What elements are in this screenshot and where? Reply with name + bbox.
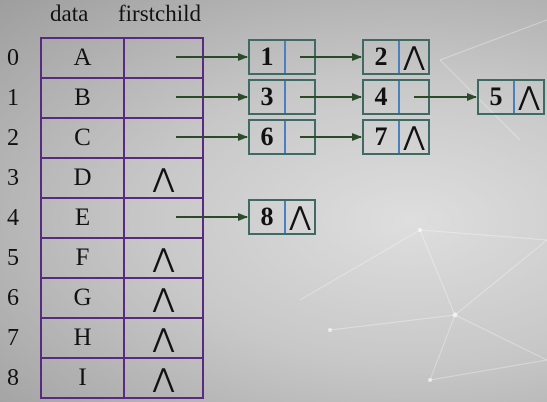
next-pointer: ⋀	[289, 202, 311, 231]
next-pointer: ⋀	[403, 42, 425, 71]
data-cell: E	[42, 199, 125, 237]
table-row: A	[42, 39, 202, 79]
firstchild-cell: ⋀	[152, 324, 175, 353]
firstchild-cell: ⋀	[152, 164, 175, 193]
row-index: 6	[7, 285, 19, 311]
row-index: 8	[7, 365, 19, 391]
table-row: D⋀	[42, 159, 202, 199]
child-index: 8	[260, 202, 274, 231]
next-pointer: ⋀	[403, 122, 425, 151]
node-divider	[398, 81, 400, 113]
row-index: 3	[7, 165, 19, 191]
table-row: F⋀	[42, 239, 202, 279]
node-divider	[284, 121, 286, 153]
table-row: E	[42, 199, 202, 239]
child-index: 1	[260, 42, 274, 71]
child-index: 4	[374, 82, 388, 111]
data-cell: B	[42, 79, 125, 117]
child-index: 3	[260, 82, 274, 111]
child-node: 2⋀	[362, 39, 430, 75]
node-divider	[284, 201, 286, 233]
firstchild-cell: ⋀	[152, 364, 175, 393]
child-index: 5	[489, 82, 503, 111]
header-data-label: data	[50, 1, 89, 26]
data-cell: D	[42, 159, 125, 197]
data-cell: G	[42, 279, 125, 317]
child-index: 7	[374, 122, 388, 151]
node-divider	[398, 121, 400, 153]
child-index: 2	[374, 42, 388, 71]
node-divider	[284, 81, 286, 113]
row-index: 0	[7, 45, 19, 71]
row-index: 1	[7, 85, 19, 111]
table-row: I⋀	[42, 359, 202, 399]
child-node: 8⋀	[248, 199, 316, 235]
table-row: C	[42, 119, 202, 159]
row-index: 4	[7, 205, 19, 231]
child-index: 6	[260, 122, 274, 151]
data-cell: A	[42, 39, 125, 77]
data-cell: H	[42, 319, 125, 357]
data-cell: I	[42, 359, 125, 399]
header-firstchild-label: firstchild	[118, 1, 202, 26]
table-row: G⋀	[42, 279, 202, 319]
child-node: 5⋀	[477, 79, 545, 115]
data-cell: C	[42, 119, 125, 157]
next-pointer: ⋀	[518, 82, 540, 111]
firstchild-cell: ⋀	[152, 244, 175, 273]
row-index: 7	[7, 325, 19, 351]
node-divider	[398, 41, 400, 73]
table-row: B	[42, 79, 202, 119]
row-index: 5	[7, 245, 19, 271]
node-divider	[284, 41, 286, 73]
node-divider	[513, 81, 515, 113]
child-node: 7⋀	[362, 119, 430, 155]
row-index: 2	[7, 125, 19, 151]
table-row: H⋀	[42, 319, 202, 359]
firstchild-cell: ⋀	[152, 284, 175, 313]
data-cell: F	[42, 239, 125, 277]
